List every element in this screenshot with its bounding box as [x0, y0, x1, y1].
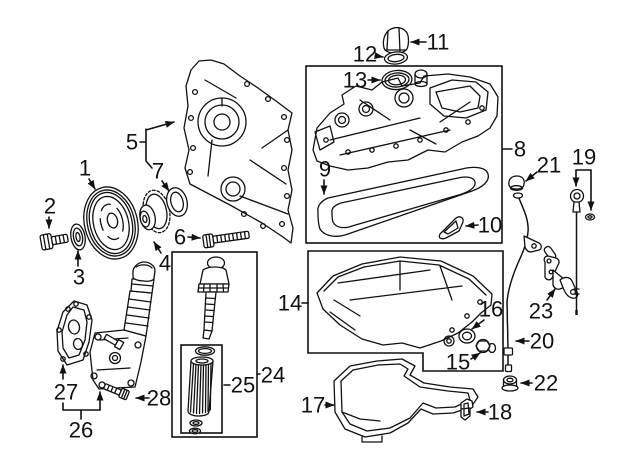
gasket-piece-drawing	[438, 216, 464, 240]
oil-filler-cap-drawing	[382, 26, 410, 55]
seal-ring-drawing	[381, 69, 413, 91]
callout-labels: 1 2 3 4 5 6 7 8 9 10 11 12 13 14 15 16 1…	[44, 30, 596, 443]
callout-leaders	[45, 38, 595, 420]
pulley-bolt-drawing	[39, 233, 69, 251]
callout-8: 8	[514, 137, 526, 162]
cover-bolt-drawing	[202, 230, 250, 249]
drain-plug-seal-drawing	[458, 328, 476, 344]
callout-13: 13	[343, 68, 367, 93]
drain-plug-drawing	[475, 338, 497, 354]
washer-drawing	[70, 223, 86, 251]
leader-26-bracket	[62, 402, 101, 420]
leader-7	[161, 180, 170, 192]
diagram-art	[39, 26, 596, 443]
callout-26: 26	[69, 418, 93, 443]
callout-9: 9	[319, 157, 331, 182]
group-boxes	[171, 65, 504, 438]
oil-filter-cap-drawing	[197, 256, 230, 340]
leader-5-arrow	[145, 120, 175, 131]
callout-12: 12	[353, 42, 377, 67]
callout-5: 5	[126, 130, 138, 155]
filter-oring-drawing	[194, 346, 216, 356]
callout-15: 15	[446, 350, 470, 375]
housing-bolt-drawing	[103, 383, 130, 401]
leader-1	[87, 178, 96, 190]
leader-4	[153, 241, 162, 254]
callout-18: 18	[488, 400, 512, 425]
oil-filter-housing-drawing	[89, 261, 156, 390]
oil-filter-group-box	[171, 251, 258, 438]
filter-element-drawing	[187, 356, 214, 435]
callout-2: 2	[44, 194, 56, 219]
leader-12	[374, 52, 384, 60]
oil-pan-group-box	[307, 250, 504, 372]
callout-19: 19	[572, 145, 596, 170]
callout-7: 7	[152, 159, 164, 184]
leader-6	[187, 233, 201, 241]
leader-5-bracket	[139, 128, 153, 169]
callout-28: 28	[147, 386, 171, 411]
crankshaft-seal-drawing	[165, 187, 189, 217]
valve-cover-drawing	[312, 73, 499, 171]
tube-plug-drawing	[501, 375, 519, 392]
upper-oil-pan-drawing	[316, 256, 493, 349]
callout-27: 27	[54, 380, 78, 405]
leader-10	[465, 221, 479, 229]
callout-21: 21	[537, 153, 561, 178]
callout-11: 11	[427, 30, 450, 55]
callout-6: 6	[174, 225, 186, 250]
leader-21	[525, 171, 538, 182]
filter-element-group-box	[180, 344, 223, 434]
leader-15	[470, 352, 481, 361]
clip-drawing	[460, 398, 474, 421]
dipstick-drawing	[569, 188, 596, 315]
tube-bracket-drawing	[543, 245, 579, 299]
callout-24: 24	[261, 363, 285, 388]
callout-23: 23	[529, 299, 553, 324]
valve-cover-gasket-drawing	[317, 166, 489, 237]
housing-gasket-drawing	[56, 300, 93, 366]
callout-1: 1	[79, 156, 91, 181]
tube-cap-drawing	[508, 175, 525, 191]
callout-20: 20	[530, 329, 554, 354]
callout-16: 16	[479, 297, 503, 322]
timing-cover-drawing	[183, 59, 294, 244]
callout-10: 10	[478, 213, 502, 238]
callout-14: 14	[278, 291, 302, 316]
crankshaft-pulley-drawing	[83, 186, 139, 260]
leader-23	[546, 288, 556, 301]
leader-16	[471, 319, 485, 330]
dipstick-tube-drawing	[503, 192, 542, 373]
callout-25: 25	[231, 373, 255, 398]
callout-4: 4	[159, 251, 171, 276]
filler-cap-seal-drawing	[383, 51, 409, 65]
callout-3: 3	[73, 265, 85, 290]
callout-22: 22	[534, 371, 558, 396]
callout-17: 17	[301, 393, 325, 418]
valve-cover-group-box	[305, 65, 503, 244]
